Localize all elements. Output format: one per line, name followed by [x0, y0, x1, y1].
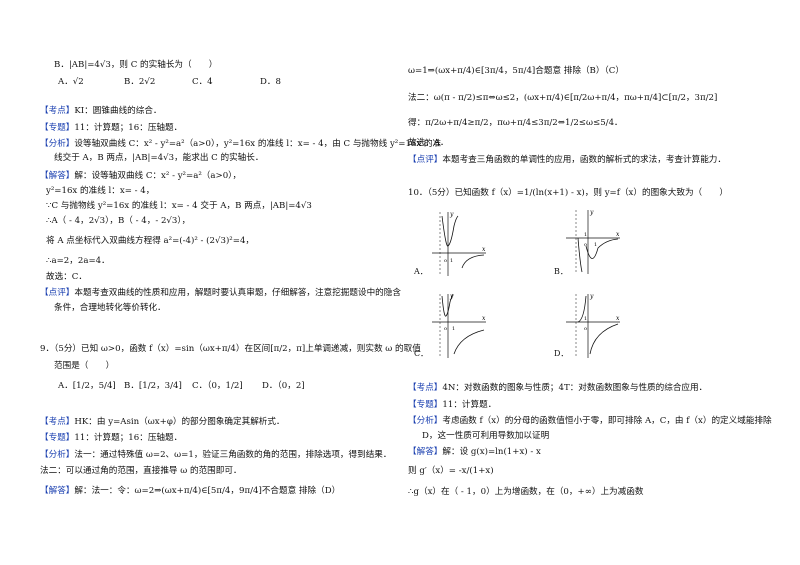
fenxi9-tag: 【分析】 [40, 450, 75, 460]
kaodian9-row: 【考点】HK：由 y=Asin（ωx+φ）的部分图象确定其解析式． [40, 417, 285, 428]
svg-text:x: x [616, 231, 620, 238]
svg-text:o: o [444, 258, 447, 264]
jieda-line5: 将 A 点坐标代入双曲线方程得 a²=(-4)² - (2√3)²=4， [46, 236, 255, 246]
q8-option-c: C．4 [192, 77, 213, 87]
dianping9-tag: 【点评】 [408, 155, 443, 165]
jieda-line6: ∴a=2，2a=4． [46, 256, 110, 266]
svg-text:y: y [449, 211, 454, 218]
jieda-row: 【解答】解：设等轴双曲线 C：x² - y²=a²（a>0）， [40, 171, 241, 182]
jieda-line4: ∴A（ - 4，2√3），B（ - 4，- 2√3）， [46, 216, 191, 226]
zhuanti9-tag: 【专题】 [40, 433, 75, 443]
fenxi10-row: 【分析】考虑函数 f（x）的分母的函数值恒小于零，即可排除 A，C，由 f（x）… [408, 416, 772, 427]
fenxi10-line1: 考虑函数 f（x）的分母的函数值恒小于零，即可排除 A，C，由 f（x）的定义域… [442, 416, 772, 426]
fenxi9-row: 【分析】法一：通过特殊值 ω=2、ω=1，验证三角函数的角的范围，排除选项，得到… [40, 450, 391, 461]
jieda-line2: y²=16x 的准线 l：x= - 4， [46, 186, 155, 196]
graph-b: y x 1 o 1 [566, 209, 620, 274]
svg-text:o: o [444, 326, 447, 332]
q8-option-a: A．√2 [58, 77, 84, 87]
jieda10-row: 【解答】解：设 g(x)=ln(1+x) - x [408, 447, 541, 458]
svg-text:o: o [584, 242, 587, 248]
jieda10-tag: 【解答】 [408, 447, 443, 457]
q8-option-b: B．2√2 [124, 77, 156, 87]
jieda10-line2: 则 g′（x）= -x/(1+x) [408, 466, 494, 476]
right-column: ω=1⇒(ωx+π/4)∈[3π/4，5π/4]合题意 排除（B）（C） 法二：… [400, 0, 800, 565]
svg-text:y: y [589, 209, 594, 216]
q9-method2-result: 得：π/2ω+π/4≥π/2，πω+π/4≤3π/2⇔1/2≤ω≤5/4． [408, 118, 623, 128]
graph-b-label: B． [554, 267, 568, 276]
svg-text:1: 1 [584, 232, 587, 238]
fenxi10-line2: D，这一性质可利用导数加以证明 [422, 431, 550, 441]
q8-continuation-line: B．|AB|=4√3，则 C 的实轴长为（ ） [54, 60, 218, 70]
svg-text:1: 1 [452, 326, 455, 332]
kaodian10-tag: 【考点】 [408, 383, 443, 393]
graph-c: y x o 1 [432, 293, 486, 358]
q9-method1-cont: ω=1⇒(ωx+π/4)∈[3π/4，5π/4]合题意 排除（B）（C） [408, 66, 624, 76]
q9-answer: 故选：A． [408, 138, 449, 148]
zhuanti-row: 【专题】11：计算题；16：压轴题． [40, 123, 182, 134]
q8-option-d: D．8 [260, 77, 281, 87]
q9-stem-line1: 9．（5分）已知 ω>0，函数 f（x）=sin（ωx+π/4）在区间[π/2，… [40, 344, 421, 354]
dianping-tag: 【点评】 [40, 288, 75, 298]
q9-option-c: C．（0，1/2] [192, 381, 243, 391]
graph-a: y x o 1 [432, 211, 486, 276]
dianping9-row: 【点评】本题考查三角函数的单调性的应用，函数的解析式的求法，考查计算能力． [408, 155, 726, 166]
jieda-line1: 解：设等轴双曲线 C：x² - y²=a²（a>0）， [74, 171, 242, 181]
jieda-line7: 故选：C． [46, 272, 87, 282]
svg-text:o: o [584, 326, 587, 332]
jieda9-tag: 【解答】 [40, 486, 75, 496]
graph-a-label: A． [414, 267, 428, 276]
svg-text:1: 1 [594, 242, 597, 248]
kaodian9-text: HK：由 y=Asin（ωx+φ）的部分图象确定其解析式． [74, 417, 285, 427]
svg-text:y: y [589, 293, 594, 300]
svg-text:1: 1 [584, 316, 587, 322]
fenxi-line2: 线交于 A，B 两点，|AB|=4√3，能求出 C 的实轴长． [54, 153, 264, 163]
dianping9-text: 本题考查三角函数的单调性的应用，函数的解析式的求法，考查计算能力． [442, 155, 726, 165]
graph-d: y x 1 o [566, 293, 620, 358]
kaodian10-text: 4N：对数函数的图象与性质；4T：对数函数图象与性质的综合应用． [442, 383, 708, 393]
jieda9-text: 解：法一：令：ω=2⇒(ωx+π/4)∈[5π/4，9π/4]不合题意 排除（D… [74, 486, 341, 496]
zhuanti10-row: 【专题】11：计算题． [408, 400, 496, 411]
jieda10-line1: 解：设 g(x)=ln(1+x) - x [442, 447, 541, 457]
graph-c-label: C． [414, 349, 429, 358]
kaodian-tag: 【考点】 [40, 106, 75, 116]
q9-stem-line2: 范围是（ ） [54, 361, 115, 371]
svg-text:1: 1 [450, 258, 453, 264]
q9-option-a: A．[1/2，5/4] [58, 381, 116, 391]
fenxi-tag: 【分析】 [40, 139, 75, 149]
kaodian9-tag: 【考点】 [40, 417, 75, 427]
left-column: B．|AB|=4√3，则 C 的实轴长为（ ） A．√2 B．2√2 C．4 D… [40, 60, 441, 497]
fenxi9-line2: 法二：可以通过角的范围，直接推导 ω 的范围即可． [40, 466, 242, 476]
zhuanti-text: 11：计算题；16：压轴题． [74, 123, 183, 133]
zhuanti9-text: 11：计算题；16：压轴题． [74, 433, 183, 443]
graph-d-label: D． [554, 349, 569, 358]
svg-text:x: x [616, 315, 620, 322]
fenxi-row: 【分析】设等轴双曲线 C：x² - y²=a²（a>0），y²=16x 的准线 … [40, 139, 441, 150]
svg-text:y: y [449, 293, 454, 300]
zhuanti9-row: 【专题】11：计算题；16：压轴题． [40, 433, 182, 444]
q10-stem: 10．（5分）已知函数 f（x）=1/(ln(x+1) - x)，则 y=f（x… [408, 188, 728, 198]
zhuanti-tag: 【专题】 [40, 123, 75, 133]
dianping-row: 【点评】本题考查双曲线的性质和应用，解题时要认真审题，仔细解答，注意挖掘题设中的… [40, 288, 401, 299]
jieda-tag: 【解答】 [40, 171, 75, 181]
jieda-line3: ∵C 与抛物线 y²=16x 的准线 l：x= - 4 交于 A，B 两点，|A… [46, 201, 312, 211]
zhuanti10-tag: 【专题】 [408, 400, 443, 410]
dianping-line1: 本题考查双曲线的性质和应用，解题时要认真审题，仔细解答，注意挖掘题设中的隐含 [74, 288, 401, 298]
fenxi-line1: 设等轴双曲线 C：x² - y²=a²（a>0），y²=16x 的准线 l：x=… [74, 139, 442, 149]
q9-option-d: D．（0，2] [262, 381, 305, 391]
kaodian-text: KI：圆锥曲线的综合． [74, 106, 162, 116]
q9-option-b: B．[1/2，3/4] [124, 381, 182, 391]
kaodian-row: 【考点】KI：圆锥曲线的综合． [40, 106, 162, 117]
svg-text:x: x [482, 246, 486, 253]
q9-method2-line: 法二：ω(π - π/2)≤π⇔ω≤2，(ωx+π/4)∈[π/2ω+π/4，π… [408, 93, 718, 103]
jieda10-line3: ∴g（x）在（ - 1，0）上为增函数，在（0，+∞）上为减函数 [408, 487, 644, 497]
svg-text:x: x [482, 315, 486, 322]
jieda9-row: 【解答】解：法一：令：ω=2⇒(ωx+π/4)∈[5π/4，9π/4]不合题意 … [40, 486, 340, 497]
fenxi9-line1: 法一：通过特殊值 ω=2、ω=1，验证三角函数的角的范围，排除选项，得到结果． [74, 450, 392, 460]
dianping-line2: 条件，合理地转化等价转化． [54, 303, 166, 313]
fenxi10-tag: 【分析】 [408, 416, 443, 426]
zhuanti10-text: 11：计算题． [442, 400, 497, 410]
kaodian10-row: 【考点】4N：对数函数的图象与性质；4T：对数函数图象与性质的综合应用． [408, 383, 707, 394]
